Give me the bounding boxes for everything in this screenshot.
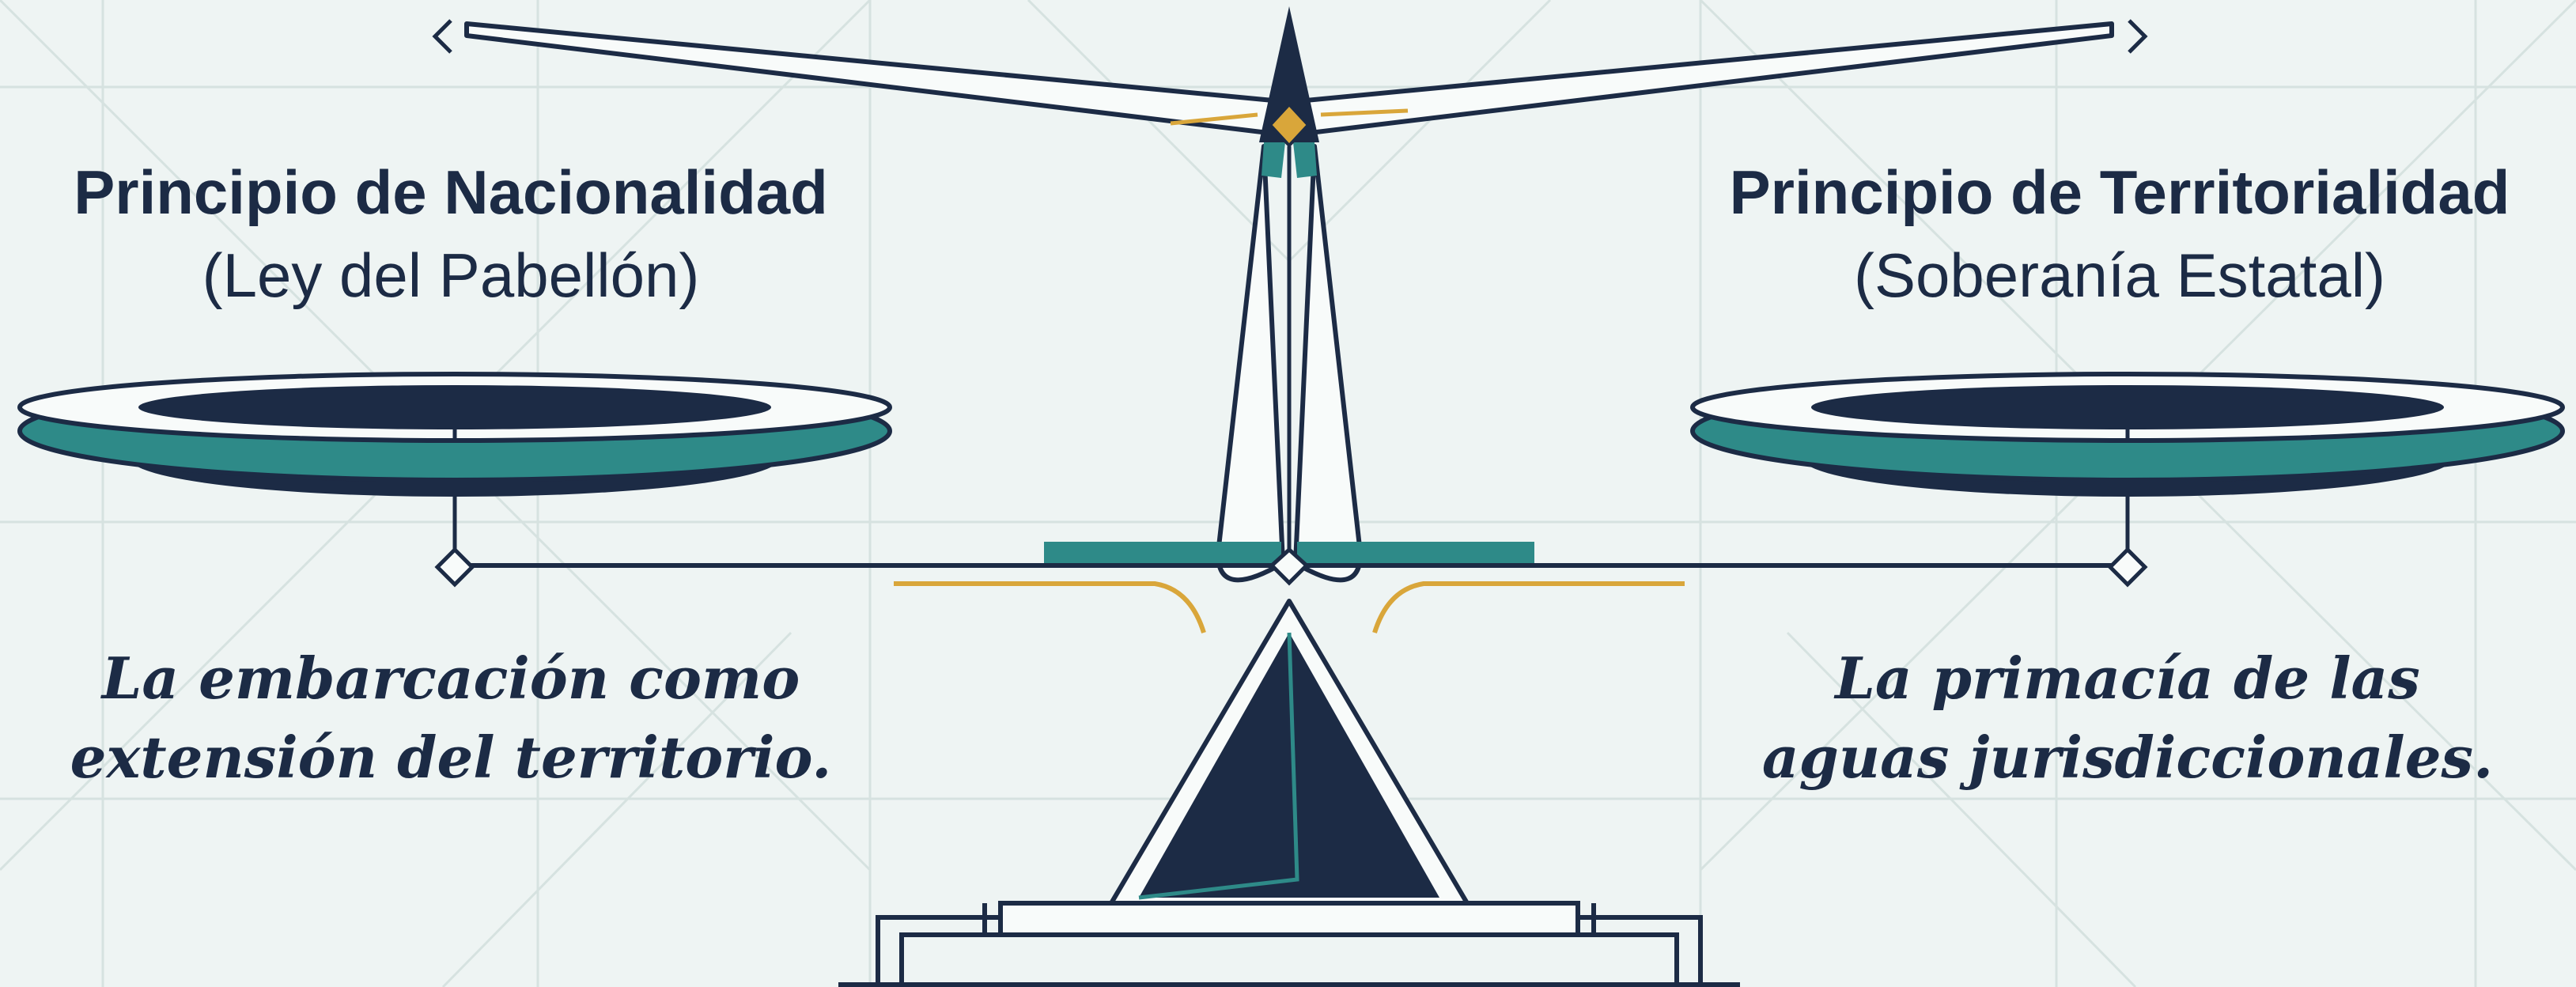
left-caption-line-2: extensión del territorio. — [16, 718, 886, 797]
right-principle-title: Principio de Territorialidad — [1669, 154, 2570, 230]
left-scale-pan — [20, 374, 890, 497]
pedestal — [838, 903, 1740, 987]
left-caption-line-1: La embarcación como — [16, 639, 886, 718]
right-caption-line-1: La primacía de las — [1693, 639, 2563, 718]
right-scale-pan — [1693, 374, 2563, 497]
right-arrow-icon — [2129, 21, 2145, 52]
right-joint-icon — [2110, 550, 2145, 584]
pyramid-base — [1111, 601, 1467, 903]
left-arrow-icon — [435, 21, 451, 52]
central-column — [1218, 6, 1360, 580]
left-principle-subtitle: (Ley del Pabellón) — [16, 237, 886, 313]
left-joint-icon — [437, 550, 472, 584]
right-principle-subtitle: (Soberanía Estatal) — [1669, 237, 2570, 313]
left-principle-title: Principio de Nacionalidad — [16, 154, 886, 230]
right-caption-line-2: aguas jurisdiccionales. — [1693, 718, 2563, 797]
